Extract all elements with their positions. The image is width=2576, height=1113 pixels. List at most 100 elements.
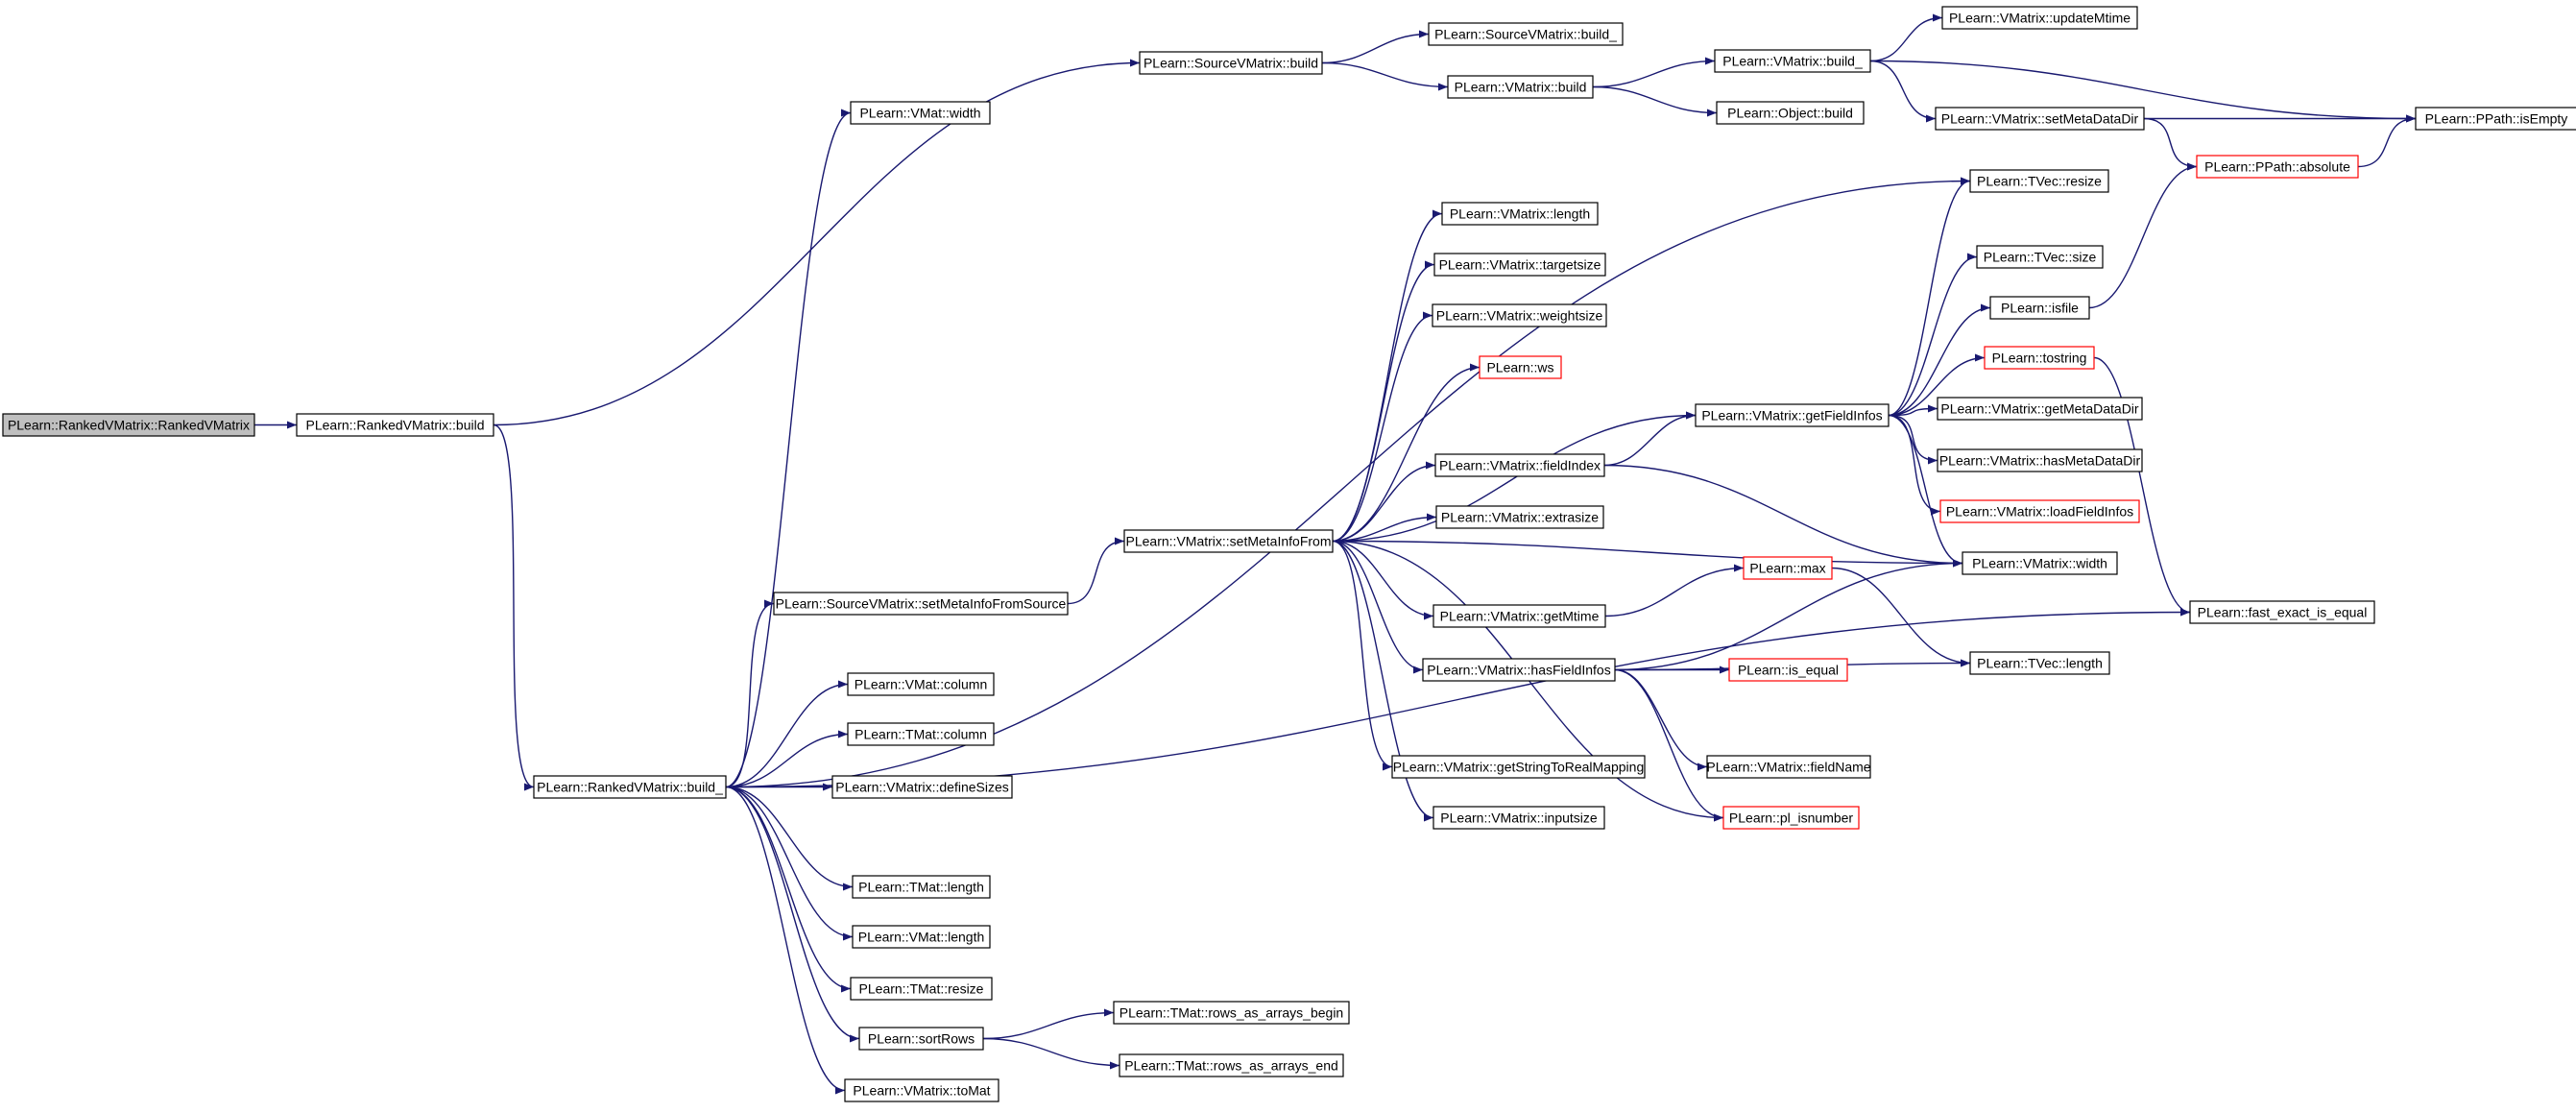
node-rows_begin[interactable]: PLearn::TMat::rows_as_arrays_begin bbox=[1113, 1001, 1350, 1025]
node-vmat_length[interactable]: PLearn::VMat::length bbox=[852, 925, 991, 949]
node-vm_fieldName[interactable]: PLearn::VMatrix::fieldName bbox=[1706, 755, 1871, 779]
node-vm_getStringToRealMapping[interactable]: PLearn::VMatrix::getStringToRealMapping bbox=[1391, 755, 1646, 779]
node-box bbox=[1743, 556, 1833, 580]
node-max[interactable]: PLearn::max bbox=[1743, 556, 1833, 580]
edge-vm_setMetaInfoFrom-to-vm_width bbox=[1332, 540, 1963, 568]
edge-ranked_build_-to-vmat_column bbox=[725, 680, 849, 788]
node-box bbox=[1937, 397, 2143, 421]
node-vm_length[interactable]: PLearn::VMatrix::length bbox=[1441, 202, 1599, 226]
node-label: PLearn::VMatrix::build bbox=[1455, 80, 1587, 95]
node-box bbox=[1722, 806, 1860, 830]
node-label: PLearn::VMat::column bbox=[855, 677, 988, 692]
node-vm_updateMtime[interactable]: PLearn::VMatrix::updateMtime bbox=[1941, 6, 2138, 30]
node-vm_hasMetaDataDir[interactable]: PLearn::VMatrix::hasMetaDataDir bbox=[1937, 448, 2143, 472]
node-vm_extrasize[interactable]: PLearn::VMatrix::extrasize bbox=[1435, 505, 1604, 529]
node-box bbox=[2415, 107, 2576, 131]
node-box bbox=[831, 775, 1013, 799]
node-box bbox=[1422, 658, 1616, 682]
node-vm_width[interactable]: PLearn::VMatrix::width bbox=[1962, 551, 2118, 575]
node-rows_end[interactable]: PLearn::TMat::rows_as_arrays_end bbox=[1119, 1053, 1344, 1077]
node-box bbox=[1941, 6, 2138, 30]
node-label: PLearn::TMat::rows_as_arrays_end bbox=[1124, 1058, 1338, 1074]
edge-ranked_build_-to-tmat_length bbox=[725, 786, 854, 891]
node-box bbox=[2189, 600, 2375, 624]
node-label: PLearn::TMat::rows_as_arrays_begin bbox=[1119, 1005, 1343, 1021]
node-ranked_ctor[interactable]: PLearn::RankedVMatrix::RankedVMatrix bbox=[2, 413, 255, 437]
node-fast_exact_is_equal[interactable]: PLearn::fast_exact_is_equal bbox=[2189, 600, 2375, 624]
node-box bbox=[847, 722, 995, 746]
node-svm_build[interactable]: PLearn::SourceVMatrix::build bbox=[1139, 51, 1323, 75]
node-ranked_build_[interactable]: PLearn::RankedVMatrix::build_ bbox=[533, 775, 727, 799]
node-vm_build[interactable]: PLearn::VMatrix::build bbox=[1447, 75, 1594, 99]
node-tvec_length[interactable]: PLearn::TVec::length bbox=[1969, 651, 2110, 675]
node-obj_build[interactable]: PLearn::Object::build bbox=[1716, 101, 1865, 125]
node-vm_build_[interactable]: PLearn::VMatrix::build_ bbox=[1714, 49, 1871, 73]
edge-vm_setMetaInfoFrom-to-vm_hasFieldInfos bbox=[1332, 540, 1424, 674]
node-label: PLearn::VMatrix::extrasize bbox=[1441, 510, 1599, 525]
node-vmat_column[interactable]: PLearn::VMat::column bbox=[847, 672, 995, 696]
node-isfile[interactable]: PLearn::isfile bbox=[1989, 296, 2090, 320]
node-is_equal[interactable]: PLearn::is_equal bbox=[1728, 658, 1848, 682]
node-box bbox=[1428, 22, 1624, 46]
edge-vm_setMetaInfoFrom-to-vm_inputsize bbox=[1332, 540, 1434, 822]
node-box bbox=[852, 925, 991, 949]
node-pl_isnumber[interactable]: PLearn::pl_isnumber bbox=[1722, 806, 1860, 830]
edge-tostring-to-fast_exact_is_equal bbox=[2093, 356, 2191, 617]
node-vm_toMat[interactable]: PLearn::VMatrix::toMat bbox=[844, 1078, 999, 1102]
node-label: PLearn::TMat::column bbox=[855, 727, 987, 742]
node-label: PLearn::RankedVMatrix::build_ bbox=[537, 780, 723, 795]
node-vm_getMtime[interactable]: PLearn::VMatrix::getMtime bbox=[1432, 604, 1606, 628]
node-vm_targetsize[interactable]: PLearn::VMatrix::targetsize bbox=[1433, 253, 1606, 277]
node-vm_setMetaDataDir[interactable]: PLearn::VMatrix::setMetaDataDir bbox=[1935, 107, 2145, 131]
node-vm_getFieldInfos[interactable]: PLearn::VMatrix::getFieldInfos bbox=[1695, 403, 1890, 427]
node-tvec_size[interactable]: PLearn::TVec::size bbox=[1976, 245, 2104, 269]
edge-vm_setMetaInfoFrom-to-vm_extrasize bbox=[1332, 513, 1437, 543]
node-tmat_column[interactable]: PLearn::TMat::column bbox=[847, 722, 995, 746]
node-box bbox=[1939, 499, 2140, 523]
node-ppath_isEmpty[interactable]: PLearn::PPath::isEmpty bbox=[2415, 107, 2576, 131]
node-sortRows[interactable]: PLearn::sortRows bbox=[858, 1027, 984, 1051]
edge-isfile-to-ppath_absolute bbox=[2088, 162, 2198, 309]
edge-vm_getMtime-to-max bbox=[1604, 564, 1745, 617]
node-label: PLearn::SourceVMatrix::build bbox=[1144, 56, 1318, 71]
node-box bbox=[1728, 658, 1848, 682]
node-vmat_width[interactable]: PLearn::VMat::width bbox=[850, 101, 991, 125]
node-vm_loadFieldInfos[interactable]: PLearn::VMatrix::loadFieldInfos bbox=[1939, 499, 2140, 523]
node-vm_setMetaInfoFrom[interactable]: PLearn::VMatrix::setMetaInfoFrom bbox=[1123, 529, 1334, 553]
node-tvec_resize[interactable]: PLearn::TVec::resize bbox=[1969, 169, 2109, 193]
node-box bbox=[1479, 355, 1562, 379]
node-tmat_resize[interactable]: PLearn::TMat::resize bbox=[850, 977, 993, 1001]
node-label: PLearn::VMatrix::getFieldInfos bbox=[1701, 408, 1882, 423]
node-box bbox=[1391, 755, 1646, 779]
node-vm_getMetaDataDir[interactable]: PLearn::VMatrix::getMetaDataDir bbox=[1937, 397, 2143, 421]
edge-vm_getFieldInfos-to-vm_width bbox=[1888, 414, 1963, 568]
node-box bbox=[1976, 245, 2104, 269]
edge-ranked_build_-to-tmat_resize bbox=[725, 786, 852, 993]
node-label: PLearn::VMatrix::width bbox=[1972, 556, 2107, 571]
node-tostring[interactable]: PLearn::tostring bbox=[1984, 346, 2095, 370]
edge-sortRows-to-rows_end bbox=[982, 1037, 1120, 1070]
node-vm_hasFieldInfos[interactable]: PLearn::VMatrix::hasFieldInfos bbox=[1422, 658, 1616, 682]
edge-vm_build_-to-vm_updateMtime bbox=[1869, 13, 1943, 62]
node-ppath_absolute[interactable]: PLearn::PPath::absolute bbox=[2196, 155, 2359, 179]
edge-ranked_build_-to-vmat_width bbox=[725, 109, 852, 788]
edge-sortRows-to-rows_begin bbox=[982, 1008, 1115, 1040]
node-vm_inputsize[interactable]: PLearn::VMatrix::inputsize bbox=[1432, 806, 1605, 830]
node-label: PLearn::VMatrix::length bbox=[1450, 206, 1590, 222]
edge-ranked_build_-to-tmat_column bbox=[725, 730, 849, 788]
node-vm_defineSizes[interactable]: PLearn::VMatrix::defineSizes bbox=[831, 775, 1013, 799]
node-ranked_build[interactable]: PLearn::RankedVMatrix::build bbox=[296, 413, 494, 437]
edge-vm_getFieldInfos-to-tvec_size bbox=[1888, 253, 1978, 417]
node-vm_fieldIndex[interactable]: PLearn::VMatrix::fieldIndex bbox=[1434, 453, 1605, 477]
node-label: PLearn::VMatrix::fieldName bbox=[1706, 760, 1870, 775]
node-ws[interactable]: PLearn::ws bbox=[1479, 355, 1562, 379]
node-label: PLearn::RankedVMatrix::build bbox=[306, 418, 485, 433]
node-label: PLearn::VMatrix::setMetaInfoFrom bbox=[1126, 534, 1332, 549]
node-svm_setMetaInfoFromSource[interactable]: PLearn::SourceVMatrix::setMetaInfoFromSo… bbox=[773, 592, 1069, 616]
node-box bbox=[1969, 651, 2110, 675]
node-label: PLearn::PPath::absolute bbox=[2204, 159, 2350, 175]
node-vm_weightsize[interactable]: PLearn::VMatrix::weightsize bbox=[1432, 303, 1607, 327]
node-svm_build_[interactable]: PLearn::SourceVMatrix::build_ bbox=[1428, 22, 1624, 46]
node-tmat_length[interactable]: PLearn::TMat::length bbox=[852, 875, 991, 899]
